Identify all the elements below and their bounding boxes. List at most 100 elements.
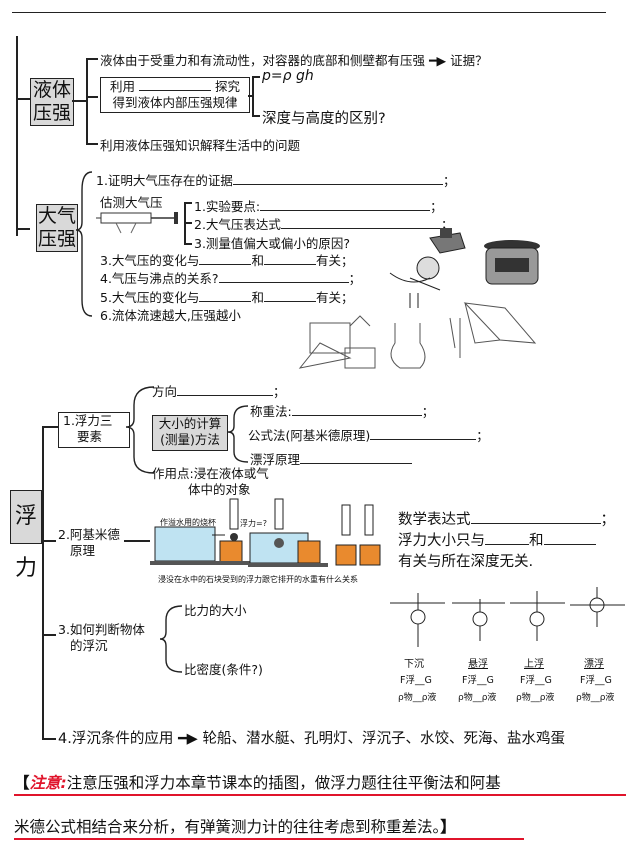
buoyancy-box: 浮力 xyxy=(10,490,42,581)
note-line-1: 【注意:注意压强和浮力本章节课本的插图，做浮力题往往平衡法和阿基 xyxy=(14,774,501,792)
state-float: 漂浮 xyxy=(584,659,604,670)
liquid-branch xyxy=(86,58,88,144)
float-states-figure xyxy=(390,587,625,647)
atmos-link xyxy=(16,228,30,230)
rho-label-1: ρ物__ρ液 xyxy=(398,693,437,703)
liquid-bracket-tick xyxy=(16,98,30,100)
blank xyxy=(485,532,529,545)
blank xyxy=(139,78,211,91)
blank xyxy=(260,198,431,211)
three-elements-brace xyxy=(125,386,155,474)
fig-label-left: 作溢水用的烧杯 xyxy=(160,518,216,527)
liquid-branch-3 xyxy=(86,143,98,145)
judge-brace xyxy=(159,605,183,673)
direction-item: 方向； xyxy=(152,384,286,399)
formula-bracket-mid xyxy=(248,95,253,97)
atmos-item3: 3.大气压的变化与和有关； xyxy=(100,252,354,268)
liquid-box-line2: 压强 xyxy=(32,102,71,124)
atmos-item4: 4.气压与沸点的关系?； xyxy=(100,270,362,286)
liquid-link xyxy=(72,100,86,102)
blank xyxy=(263,289,316,302)
state-sink: 下沉 xyxy=(404,659,424,670)
top-rule xyxy=(12,12,606,13)
force-label-1: F浮__G xyxy=(400,675,432,686)
atmos-item1: 1.证明大气压存在的证据； xyxy=(96,172,456,188)
buoy-branch-1 xyxy=(42,426,58,428)
estimate-label: 估测大气压 xyxy=(100,195,163,210)
liquid-item3: 利用液体压强知识解释生活中的问题 xyxy=(100,138,301,153)
compare-force: 比力的大小 xyxy=(184,603,247,618)
blank xyxy=(470,511,601,524)
atmos-pressure-box: 大气 压强 xyxy=(36,204,78,252)
independent-of-depth: 有关与所在深度无关. xyxy=(398,554,534,570)
depth-question: 深度与高度的区别? xyxy=(262,111,386,127)
calc-brace xyxy=(227,405,249,463)
liquid-branch-2 xyxy=(86,96,98,98)
atmos-sub3: 3.测量值偏大或偏小的原因? xyxy=(194,236,351,251)
blank xyxy=(543,532,596,545)
atmos-brace xyxy=(75,171,93,317)
calc-line1: 大小的计算 xyxy=(158,416,222,431)
judge-item: 3.如何判断物体 的浮沉 xyxy=(58,622,145,653)
blank xyxy=(218,270,349,283)
three-elements-box: 1.浮力三 要素 xyxy=(58,412,130,448)
state-suspend: 悬浮 xyxy=(468,659,488,670)
atmos-box-line2: 压强 xyxy=(37,228,76,250)
liquid-item1: 液体由于受重力和有流动性，对容器的底部和侧壁都有压强 ━▶ 证据？ xyxy=(100,53,488,68)
rho-label-3: ρ物__ρ液 xyxy=(516,693,555,703)
applications-item: 4.浮沉条件的应用 ━▶ 轮船、潜水艇、孔明灯、浮沉子、水饺、死海、盐水鸡蛋 xyxy=(58,731,565,747)
only-with: 浮力大小只与和 xyxy=(398,529,596,550)
syringe-figure xyxy=(96,212,178,234)
buoy-branch-2 xyxy=(42,540,56,542)
action-point: 作用点:浸在液体或气 体中的对象 xyxy=(152,466,269,497)
atmos-box-line1: 大气 xyxy=(37,205,76,227)
buoy-branch-3 xyxy=(42,634,56,636)
blank xyxy=(263,252,316,265)
force-label-2: F浮__G xyxy=(462,675,494,686)
rho-label-4: ρ物__ρ液 xyxy=(576,693,615,703)
blank xyxy=(370,427,477,440)
fig-label-mid: 浮力=? xyxy=(240,519,267,528)
archimedes-arrow-line xyxy=(124,540,150,542)
blank xyxy=(199,289,252,302)
liquid-box-line1: 液体 xyxy=(32,79,71,101)
blank xyxy=(232,172,443,185)
atmos-sub1: 1.实验要点:； xyxy=(194,198,443,214)
buoy-bracket xyxy=(42,426,44,740)
arrow-right-icon: ━▶ xyxy=(177,731,198,747)
atmos-item5: 5.大气压的变化与和有关； xyxy=(100,289,354,305)
note-label: 注意: xyxy=(29,774,67,792)
arrow-right-icon: ━▶ xyxy=(429,53,447,68)
estimate-branch-a xyxy=(184,202,192,204)
three-elements-line2: 要素 xyxy=(77,429,103,444)
note-underline-2 xyxy=(14,838,524,840)
float-principle: 漂浮原理 xyxy=(250,449,413,468)
calc-method-box: 大小的计算 (测量)方法 xyxy=(152,415,228,451)
blank xyxy=(280,216,441,229)
buoy-branch-4 xyxy=(42,738,56,740)
liquid-branch-1 xyxy=(86,58,98,60)
method-line1: 利用 探究 xyxy=(110,78,240,94)
state-rise: 上浮 xyxy=(524,659,544,670)
note-underline-1 xyxy=(14,794,626,796)
liquid-bracket xyxy=(16,36,18,236)
force-label-3: F浮__G xyxy=(520,675,552,686)
note-line-2: 米德公式相结合来分析，有弹簧测力计的往往考虑到称重差法。】 xyxy=(14,818,456,836)
pressure-formula: p=ρ gh xyxy=(262,68,314,84)
formula-method: 公式法(阿基米德原理)； xyxy=(248,427,489,443)
formula-bracket-bottom xyxy=(252,115,260,117)
liquid-pressure-box: 液体 压强 xyxy=(30,78,74,126)
formula-bracket-top xyxy=(252,76,260,78)
archimedes-figures xyxy=(150,498,381,567)
atmos-figures xyxy=(298,228,540,369)
estimate-branch-c xyxy=(184,243,192,245)
atmos-item6: 6.流体流速越大,压强越小 xyxy=(100,308,241,323)
force-label-4: F浮__G xyxy=(580,675,612,686)
archimedes-item: 2.阿基米德 原理 xyxy=(58,527,120,558)
weigh-method: 称重法:； xyxy=(250,403,435,419)
blank xyxy=(291,403,422,416)
calc-line2: (测量)方法 xyxy=(160,432,220,447)
liquid-method-box: 利用 探究 得到液体内部压强规律 xyxy=(100,77,250,113)
blank xyxy=(199,252,252,265)
three-elements-line1: 1.浮力三 xyxy=(63,413,113,428)
